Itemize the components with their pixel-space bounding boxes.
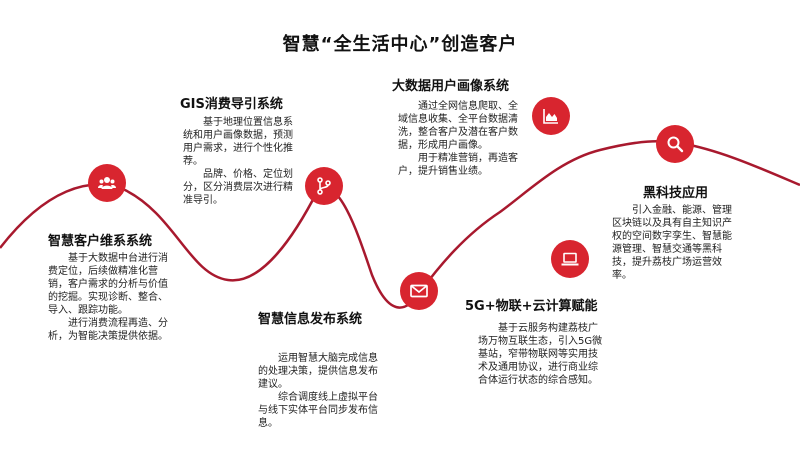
- laptop-icon: [561, 252, 579, 266]
- heading-user-profile: 大数据用户画像系统: [392, 79, 510, 94]
- users-icon: [98, 177, 116, 189]
- heading-gis-guidance: GIS消费导引系统: [180, 97, 283, 112]
- desc-info-publish-p2: 综合调度线上虚拟平台与线下实体平台同步发布信息。: [258, 392, 378, 429]
- search-node: [656, 125, 694, 163]
- desc-5g-iot-cloud: 基于云服务构建荔枝广场万物互联生态，引入5G微基站，窄带物联网等实用技术及通用协…: [478, 322, 604, 387]
- mail-node: [400, 272, 438, 310]
- laptop-node: [551, 240, 589, 278]
- heading-info-publish: 智慧信息发布系统: [258, 312, 363, 327]
- desc-customer-retention: 基于大数据中台进行消费定位，后续做精准化营销，客户需求的分析与价值的挖掘。实现诊…: [48, 252, 172, 343]
- desc-gis-guidance-p1: 基于地理位置信息系统和用户画像数据，预测用户需求，进行个性化推荐。: [183, 117, 293, 167]
- heading-black-tech: 黑科技应用: [643, 186, 709, 201]
- mail-icon: [410, 284, 428, 298]
- users-node: [88, 164, 126, 202]
- desc-black-tech-p1: 引入金融、能源、管理区块链以及具有自主知识产权的空间数字孪生、智慧能源管理、智慧…: [612, 205, 732, 281]
- page-title: 智慧“全生活中心”创造客户: [282, 34, 518, 55]
- desc-info-publish: 运用智慧大脑完成信息的处理决策，提供信息发布建议。 综合调度线上虚拟平台与线下实…: [258, 352, 384, 430]
- desc-user-profile-p1: 通过全网信息爬取、全域信息收集、全平台数据清洗，整合客户及潜在客户数据，形成用户…: [398, 101, 518, 151]
- desc-gis-guidance: 基于地理位置信息系统和用户画像数据，预测用户需求，进行个性化推荐。 品牌、价格、…: [183, 116, 295, 207]
- search-icon: [667, 136, 684, 153]
- heading-5g-iot-cloud: 5G+物联+云计算赋能: [465, 299, 598, 314]
- desc-5g-iot-cloud-p1: 基于云服务构建荔枝广场万物互联生态，引入5G微基站，窄带物联网等实用技术及通用协…: [478, 323, 603, 386]
- area-chart-icon: [543, 109, 558, 124]
- desc-customer-retention-p2: 进行消费流程再造、分析，为智能决策提供依据。: [48, 318, 168, 342]
- desc-user-profile-p2: 用于精准营销，再造客户，提升销售业绩。: [398, 153, 518, 177]
- area-chart-node: [532, 97, 570, 135]
- desc-info-publish-p1: 运用智慧大脑完成信息的处理决策，提供信息发布建议。: [258, 353, 378, 390]
- desc-gis-guidance-p2: 品牌、价格、定位划分，区分消费层次进行精准导引。: [183, 169, 293, 206]
- desc-black-tech: 引入金融、能源、管理区块链以及具有自主知识产权的空间数字孪生、智慧能源管理、智慧…: [612, 204, 740, 282]
- route-icon: [317, 177, 331, 195]
- desc-customer-retention-p1: 基于大数据中台进行消费定位，后续做精准化营销，客户需求的分析与价值的挖掘。实现诊…: [48, 253, 168, 316]
- route-node: [305, 167, 343, 205]
- heading-customer-retention: 智慧客户维系系统: [48, 234, 153, 249]
- desc-user-profile: 通过全网信息爬取、全域信息收集、全平台数据清洗，整合客户及潜在客户数据，形成用户…: [398, 100, 524, 178]
